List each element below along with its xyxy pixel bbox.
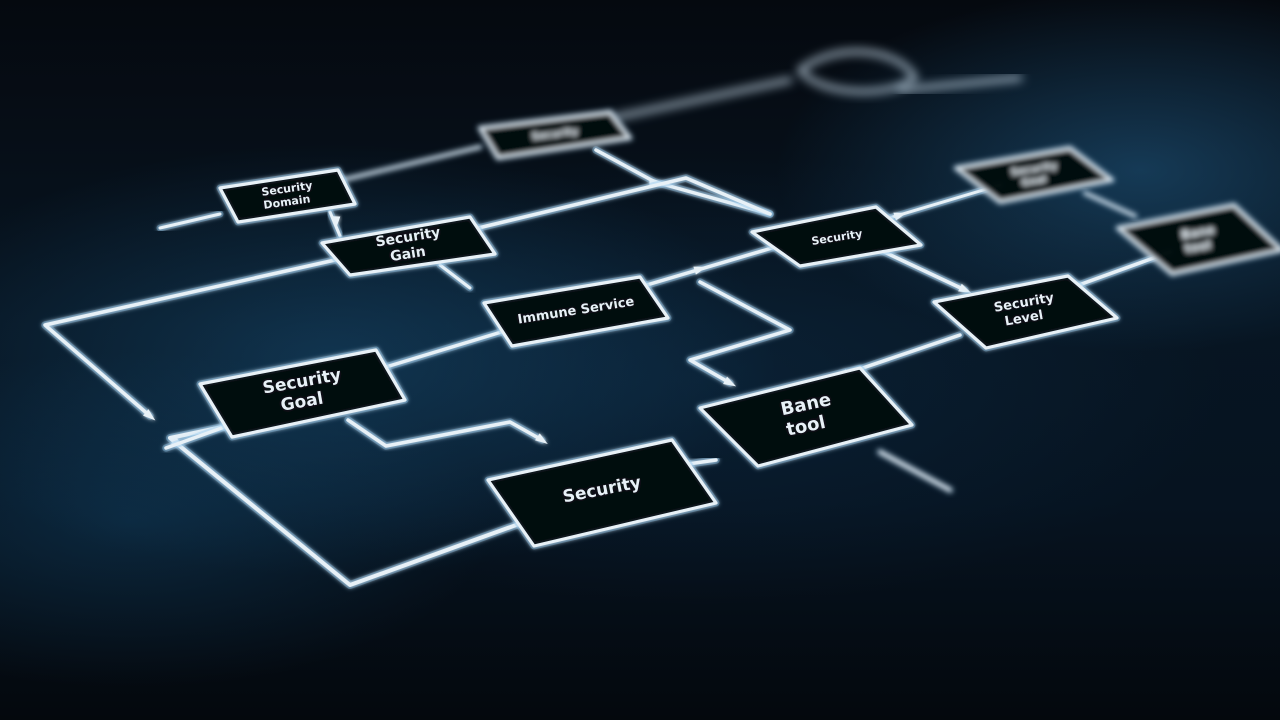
flow-node-box — [198, 348, 407, 439]
connector-15 — [166, 421, 534, 589]
flow-node-box — [954, 146, 1114, 204]
flow-node: Immune Service — [480, 273, 672, 350]
connector-1 — [156, 210, 224, 232]
flow-node-box — [486, 438, 718, 548]
flow-node-label: Gain — [389, 244, 427, 265]
connector-6 — [608, 76, 794, 122]
flow-node-box — [932, 274, 1119, 350]
connector-line — [688, 280, 792, 385]
flow-node-box — [320, 215, 497, 277]
connector-line — [346, 418, 544, 448]
connector-line — [164, 423, 232, 450]
arrowhead-icon — [723, 376, 737, 387]
connector-8 — [896, 74, 1024, 94]
connector-line — [798, 50, 917, 93]
connector-5 — [466, 174, 774, 234]
connector-line — [168, 423, 532, 587]
arrowhead-icon — [893, 212, 907, 221]
connector-19 — [872, 181, 1004, 226]
connector-18 — [876, 448, 954, 494]
node-layer: SecuritySecurityDomainSecurityGainImmune… — [196, 108, 1280, 550]
connector-line — [1083, 191, 1137, 218]
arrowhead-icon — [535, 433, 548, 444]
connector-line — [43, 258, 337, 418]
connector-11 — [636, 244, 776, 291]
connector-13 — [369, 326, 512, 374]
connector-line — [336, 145, 482, 183]
connector-line — [878, 450, 952, 492]
connector-line — [158, 212, 222, 230]
arrowhead-icon — [693, 266, 707, 275]
connector-line — [468, 176, 772, 232]
flow-node-box — [698, 366, 914, 468]
flow-node-box — [482, 275, 670, 348]
arrowhead-icon — [143, 409, 156, 421]
connector-20 — [876, 246, 972, 294]
flow-node-box — [478, 110, 632, 160]
flow-node-box — [750, 205, 923, 268]
arrowhead-icon — [331, 216, 341, 229]
connector-16 — [162, 421, 234, 452]
connector-22 — [1081, 189, 1139, 220]
connector-line — [878, 248, 967, 292]
arrowhead-icon — [958, 283, 972, 294]
connector-line — [610, 78, 792, 120]
connector-2 — [334, 143, 484, 185]
flow-node-label: Bane — [1180, 222, 1216, 242]
connector-3 — [326, 208, 344, 240]
connector-line — [898, 76, 1022, 92]
flow-node-label: tool — [1184, 238, 1212, 256]
flow-node-label: Level — [1004, 308, 1045, 330]
flow-node-box — [1116, 203, 1280, 276]
flow-node: Security — [484, 436, 720, 550]
connector-line — [374, 328, 510, 372]
flow-node: Security — [748, 203, 925, 270]
flow-node-box — [218, 168, 357, 224]
connector-14 — [344, 416, 548, 450]
connector-line — [438, 263, 472, 290]
connector-10 — [436, 261, 474, 292]
flow-node-label: Goal — [1021, 174, 1048, 189]
connector-line — [638, 246, 774, 289]
connector-9 — [41, 256, 339, 421]
connector-12 — [686, 278, 794, 387]
flow-node: Security — [476, 108, 634, 162]
connector-7 — [796, 48, 919, 95]
flow-node-label: Domain — [263, 192, 312, 211]
